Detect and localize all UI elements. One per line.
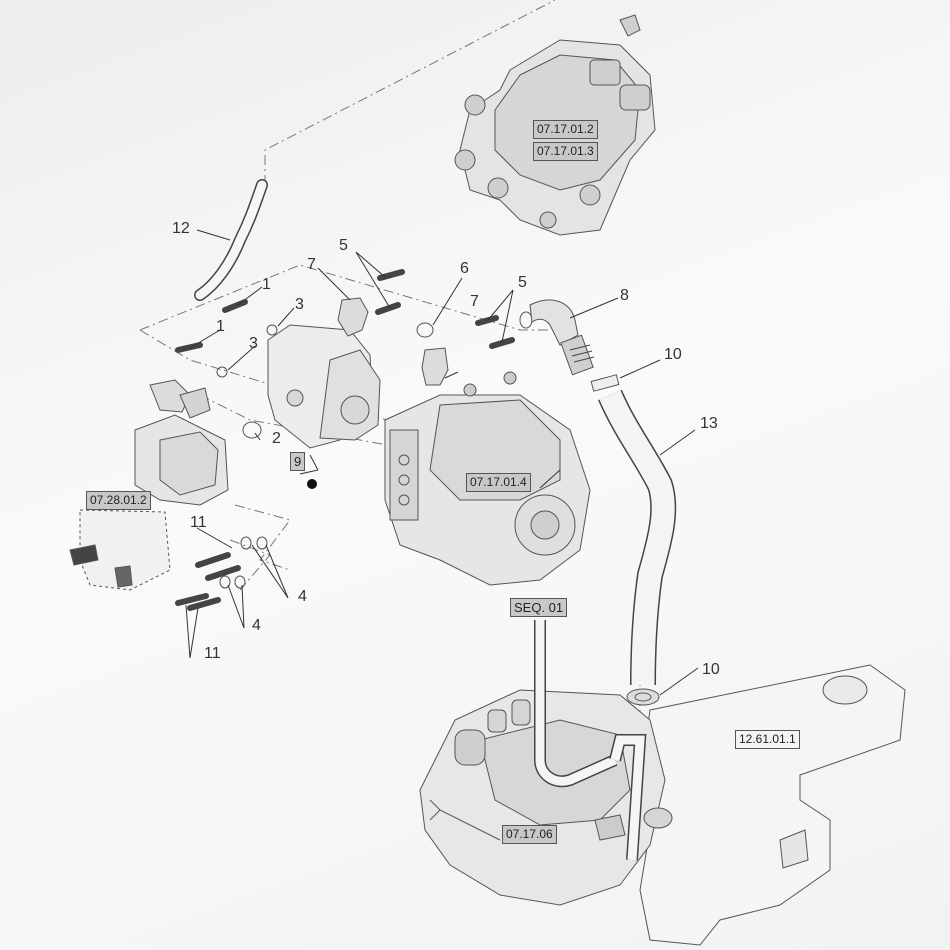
callout-1: 1: [216, 318, 225, 335]
callout-12: 12: [172, 220, 190, 237]
callout-5: 5: [518, 274, 527, 291]
callout-7: 7: [470, 293, 479, 310]
callout-6: 6: [460, 260, 469, 277]
leader-lines: [185, 229, 699, 696]
callout-13: 13: [700, 415, 718, 432]
ref-label: 07.17.06: [502, 825, 557, 844]
callout-4: 4: [298, 588, 307, 605]
fitting-assembly: [149, 379, 211, 419]
gear-pump: [267, 324, 381, 449]
ref-label: 12.61.01.1: [735, 730, 800, 749]
callout-2: 2: [272, 430, 281, 447]
callout-11: 11: [190, 514, 207, 531]
flange-lower: [421, 347, 449, 386]
callout-10: 10: [664, 346, 682, 363]
callout-4: 4: [252, 617, 261, 634]
elbow-fitting: [529, 299, 595, 376]
callout-10: 10: [702, 661, 720, 678]
callout-3: 3: [249, 335, 258, 352]
callout-11: 11: [204, 645, 221, 662]
sequence-label: SEQ. 01: [510, 598, 568, 617]
callout-9: 9: [290, 452, 306, 471]
callout-5: 5: [339, 237, 348, 254]
ring-lower: [626, 688, 660, 706]
callout-1: 1: [262, 276, 271, 293]
chassis-frame: [639, 664, 906, 946]
flange-upper: [337, 297, 369, 337]
ref-label: 07.17.01.2: [533, 120, 598, 139]
ref-label: 07.17.01.3: [533, 142, 598, 161]
callout-8: 8: [620, 287, 629, 304]
ref-label: 07.28.01.2: [86, 491, 151, 510]
callout-3: 3: [295, 296, 304, 313]
lower-valve-block: [419, 620, 673, 906]
ref-label: 07.17.01.4: [466, 473, 531, 492]
valve-block-left: [69, 414, 229, 591]
bullet-dot: [307, 479, 317, 489]
callout-7: 7: [307, 256, 316, 273]
